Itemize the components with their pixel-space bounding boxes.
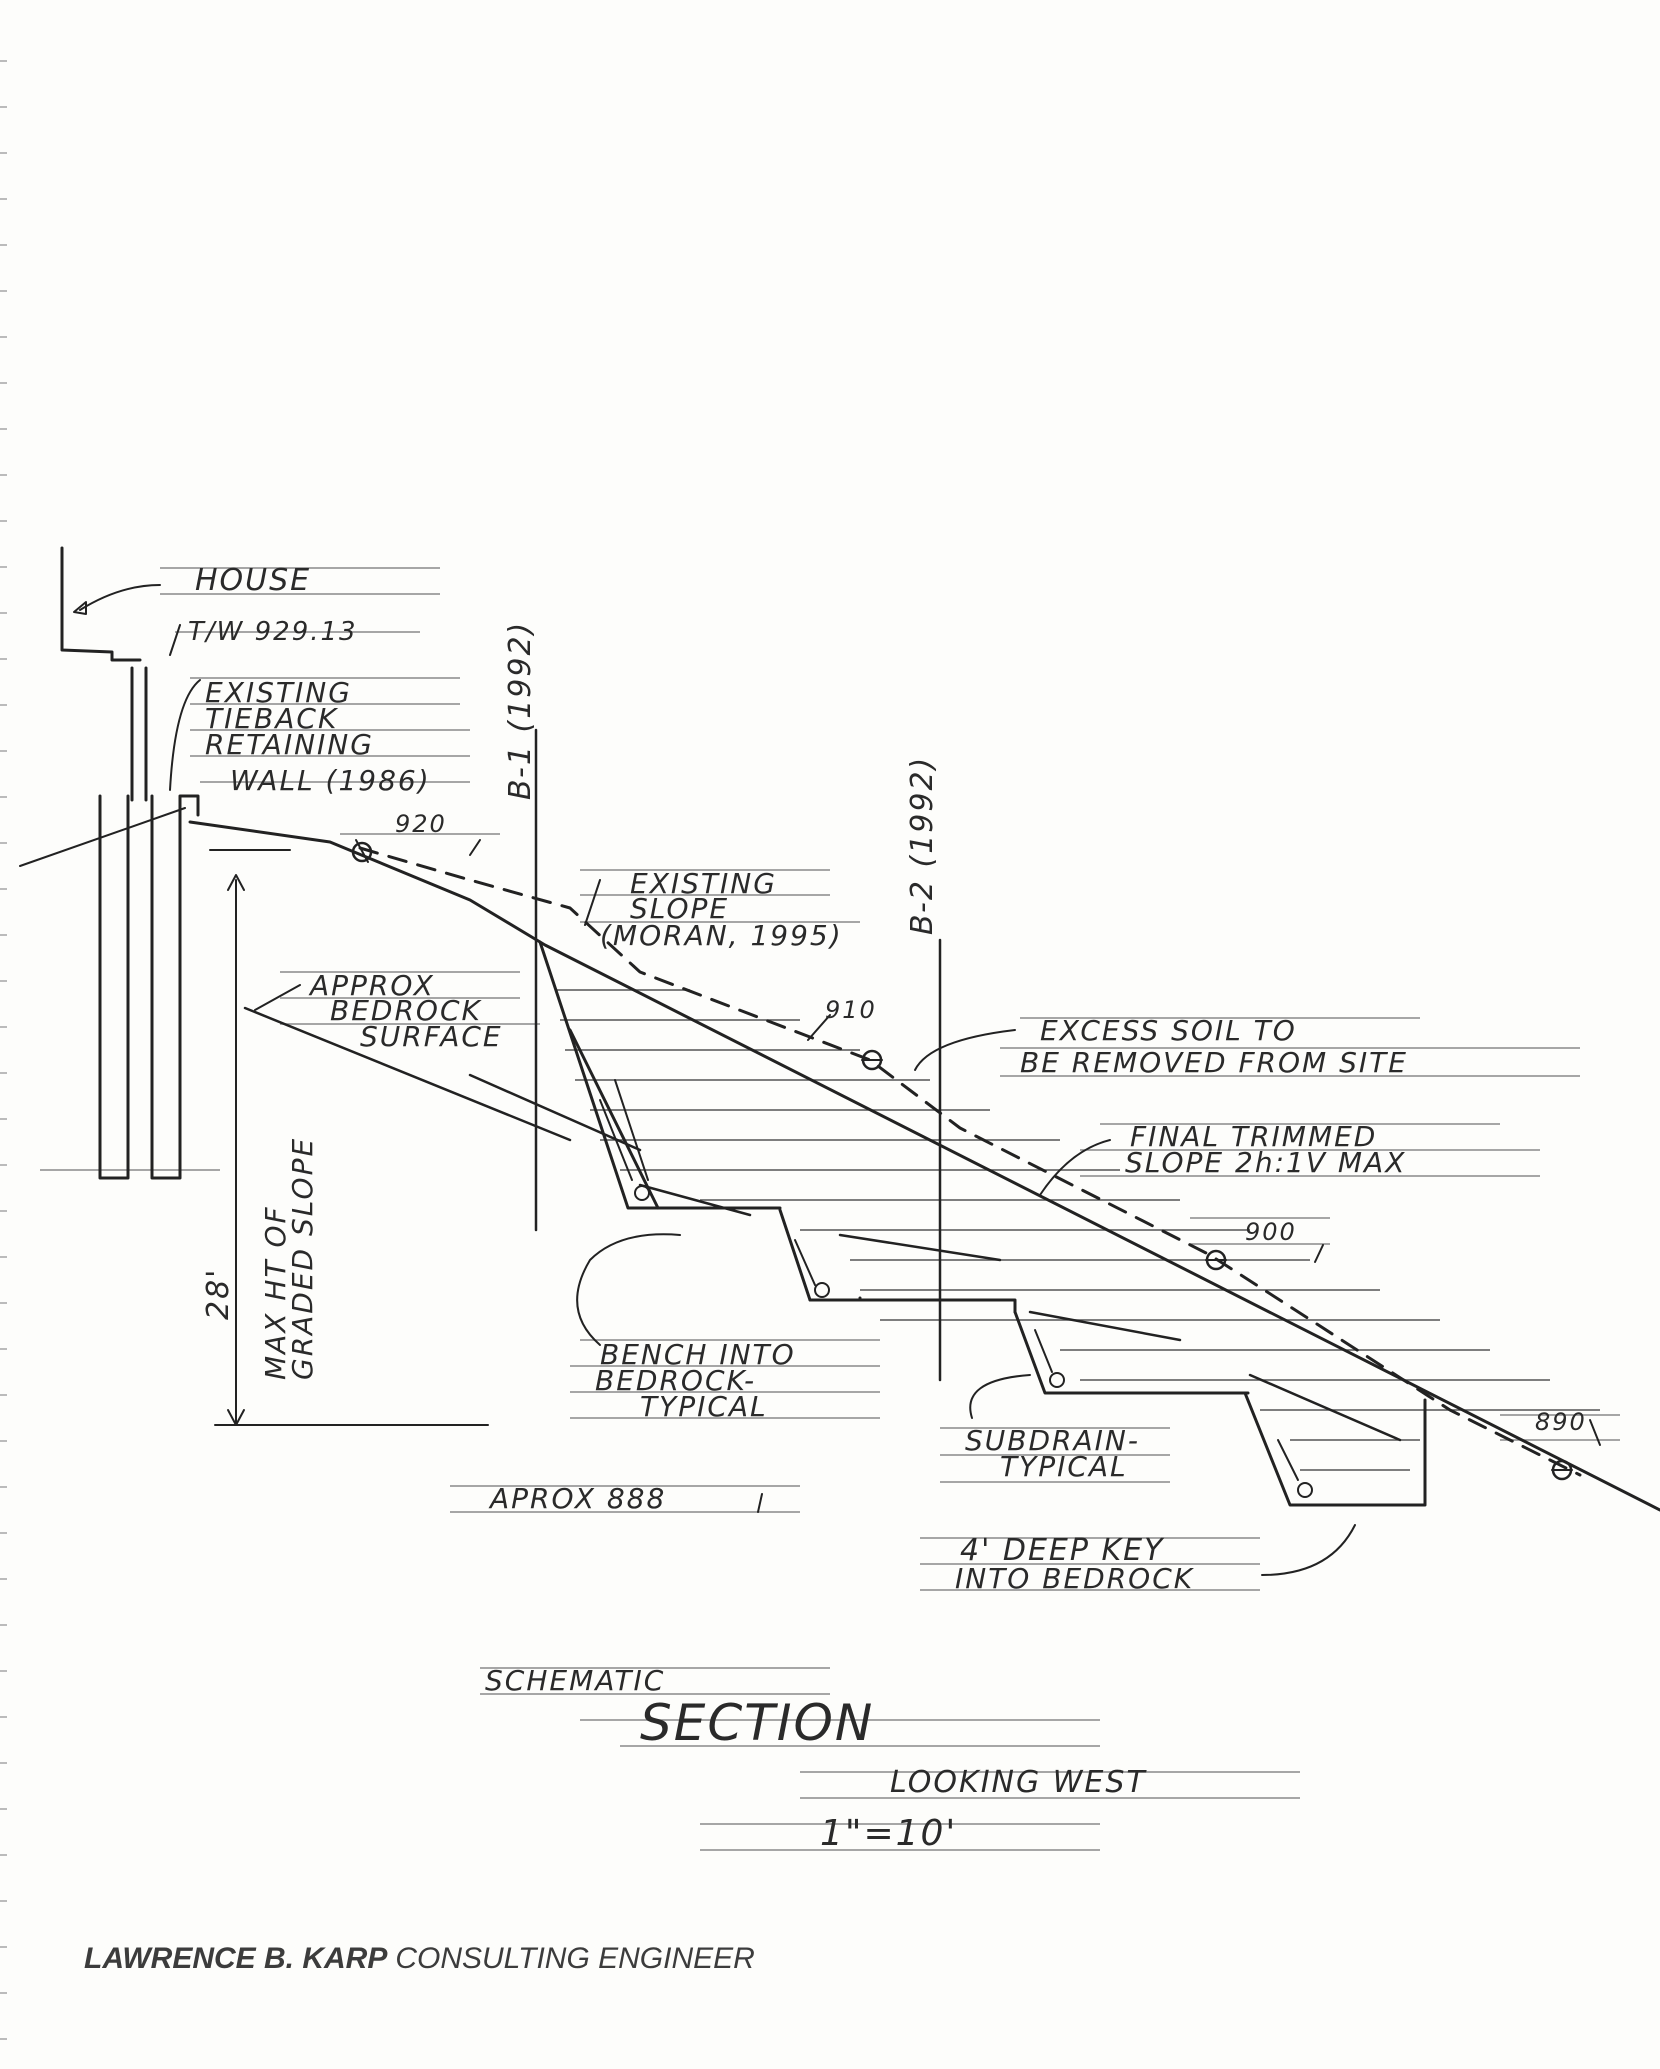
annotation-labels: HOUSE T/W 929.13 EXISTING TIEBACK RETAIN…: [188, 563, 1587, 1595]
bench-label-line-1: BENCH INTO: [600, 1338, 796, 1371]
height-dimension: [209, 849, 489, 1426]
binding-tick: [0, 1946, 7, 1948]
binding-tick: [0, 1072, 7, 1074]
boring-b1-label: B-1 (1992): [503, 621, 538, 800]
boring-lines: [534, 728, 942, 1382]
binding-tick: [0, 842, 7, 844]
elevation-920-label: 920: [395, 810, 447, 838]
binding-tick: [0, 244, 7, 246]
binding-tick: [0, 1624, 7, 1626]
height-28-label: 28': [201, 1268, 236, 1320]
lettering-guide-rules: [40, 567, 1620, 1851]
scale-label: 1"=10': [820, 1813, 957, 1854]
binding-tick: [0, 1026, 7, 1028]
binding-tick: [0, 1256, 7, 1258]
binding-tick: [0, 290, 7, 292]
final-slope-label-line-2: SLOPE 2h:1V MAX: [1125, 1146, 1406, 1179]
top-of-wall-label: T/W 929.13: [188, 617, 358, 647]
binding-tick: [0, 888, 7, 890]
key-label-line-2: INTO BEDROCK: [955, 1562, 1195, 1595]
elevation-890-label: 890: [1535, 1408, 1587, 1436]
binding-tick: [0, 474, 7, 476]
binding-tick: [0, 750, 7, 752]
binding-tick: [0, 382, 7, 384]
binding-tick: [0, 1900, 7, 1902]
final-trimmed-slope: [188, 820, 1660, 1512]
bedrock-surface-label-line-1: APPROX: [308, 969, 435, 1002]
binding-tick: [0, 428, 7, 430]
binding-tick: [0, 1578, 7, 1580]
binding-tick: [0, 1670, 7, 1672]
excess-soil-label-line-2: BE REMOVED FROM SITE: [1020, 1046, 1408, 1079]
binding-tick: [0, 796, 7, 798]
bench-keys: [538, 940, 1427, 1507]
bedrock-surface-label-line-2: BEDROCK: [330, 994, 483, 1027]
house-and-wall: [19, 546, 200, 1180]
elevation-markers: [351, 839, 1573, 1481]
binding-tick: [0, 934, 7, 936]
bench-label-line-2: BEDROCK-: [595, 1364, 756, 1397]
final-slope-label-line-1: FINAL TRIMMED: [1130, 1120, 1377, 1153]
binding-edge: [0, 0, 10, 2069]
subdrain-label-line-2: TYPICAL: [1000, 1450, 1128, 1483]
title-block: SCHEMATIC SECTION LOOKING WEST 1"=10': [485, 1664, 1147, 1854]
max-height-label-line-2: GRADED SLOPE: [286, 1137, 319, 1380]
wall-label-line-1: EXISTING: [205, 676, 352, 709]
firm-role: CONSULTING ENGINEER: [395, 1942, 755, 1975]
elevation-910-label: 910: [825, 996, 877, 1024]
binding-tick: [0, 198, 7, 200]
wall-label-line-2: TIEBACK: [205, 702, 339, 735]
binding-tick: [0, 2038, 7, 2040]
binding-tick: [0, 1394, 7, 1396]
binding-tick: [0, 1486, 7, 1488]
binding-tick: [0, 1854, 7, 1856]
existing-slope-label-line-3: (MORAN, 1995): [600, 919, 843, 952]
subdrain-label-line-1: SUBDRAIN-: [965, 1424, 1140, 1457]
binding-tick: [0, 106, 7, 108]
bench-label-line-3: TYPICAL: [640, 1390, 768, 1423]
section-title: SECTION: [640, 1694, 874, 1752]
binding-tick: [0, 520, 7, 522]
binding-tick: [0, 1164, 7, 1166]
binding-tick: [0, 658, 7, 660]
bedrock-surface-line: [243, 1006, 1402, 1442]
excess-soil-label-line-1: EXCESS SOIL TO: [1040, 1014, 1297, 1047]
bedrock-surface-label-line-3: SURFACE: [360, 1020, 503, 1053]
binding-tick: [0, 1762, 7, 1764]
binding-tick: [0, 1118, 7, 1120]
binding-tick: [0, 1532, 7, 1534]
max-height-label-line-1: MAX HT OF: [259, 1205, 292, 1380]
leader-arrows: [73, 584, 1601, 1576]
existing-slope-line: [358, 846, 1582, 1477]
binding-tick: [0, 336, 7, 338]
approx-888-label: APROX 888: [488, 1482, 666, 1515]
wall-label-line-4: WALL (1986): [230, 764, 431, 797]
binding-tick: [0, 1302, 7, 1304]
existing-slope-label-line-1: EXISTING: [630, 867, 777, 900]
existing-slope-label-line-2: SLOPE: [630, 892, 729, 925]
binding-tick: [0, 1210, 7, 1212]
looking-west-label: LOOKING WEST: [890, 1765, 1147, 1800]
wall-label-line-3: RETAINING: [205, 728, 374, 761]
binding-tick: [0, 612, 7, 614]
boring-b2-label: B-2 (1992): [905, 756, 940, 935]
binding-tick: [0, 704, 7, 706]
binding-tick: [0, 980, 7, 982]
house-label: HOUSE: [195, 563, 311, 598]
binding-tick: [0, 1992, 7, 1994]
elevation-900-label: 900: [1245, 1218, 1297, 1246]
binding-tick: [0, 60, 7, 62]
schematic-label: SCHEMATIC: [485, 1664, 665, 1697]
key-label-line-1: 4' DEEP KEY: [960, 1533, 1165, 1568]
binding-tick: [0, 1348, 7, 1350]
firm-name: LAWRENCE B. KARP: [84, 1942, 388, 1975]
binding-tick: [0, 152, 7, 154]
binding-tick: [0, 1808, 7, 1810]
binding-tick: [0, 1440, 7, 1442]
binding-tick: [0, 1716, 7, 1718]
binding-tick: [0, 566, 7, 568]
